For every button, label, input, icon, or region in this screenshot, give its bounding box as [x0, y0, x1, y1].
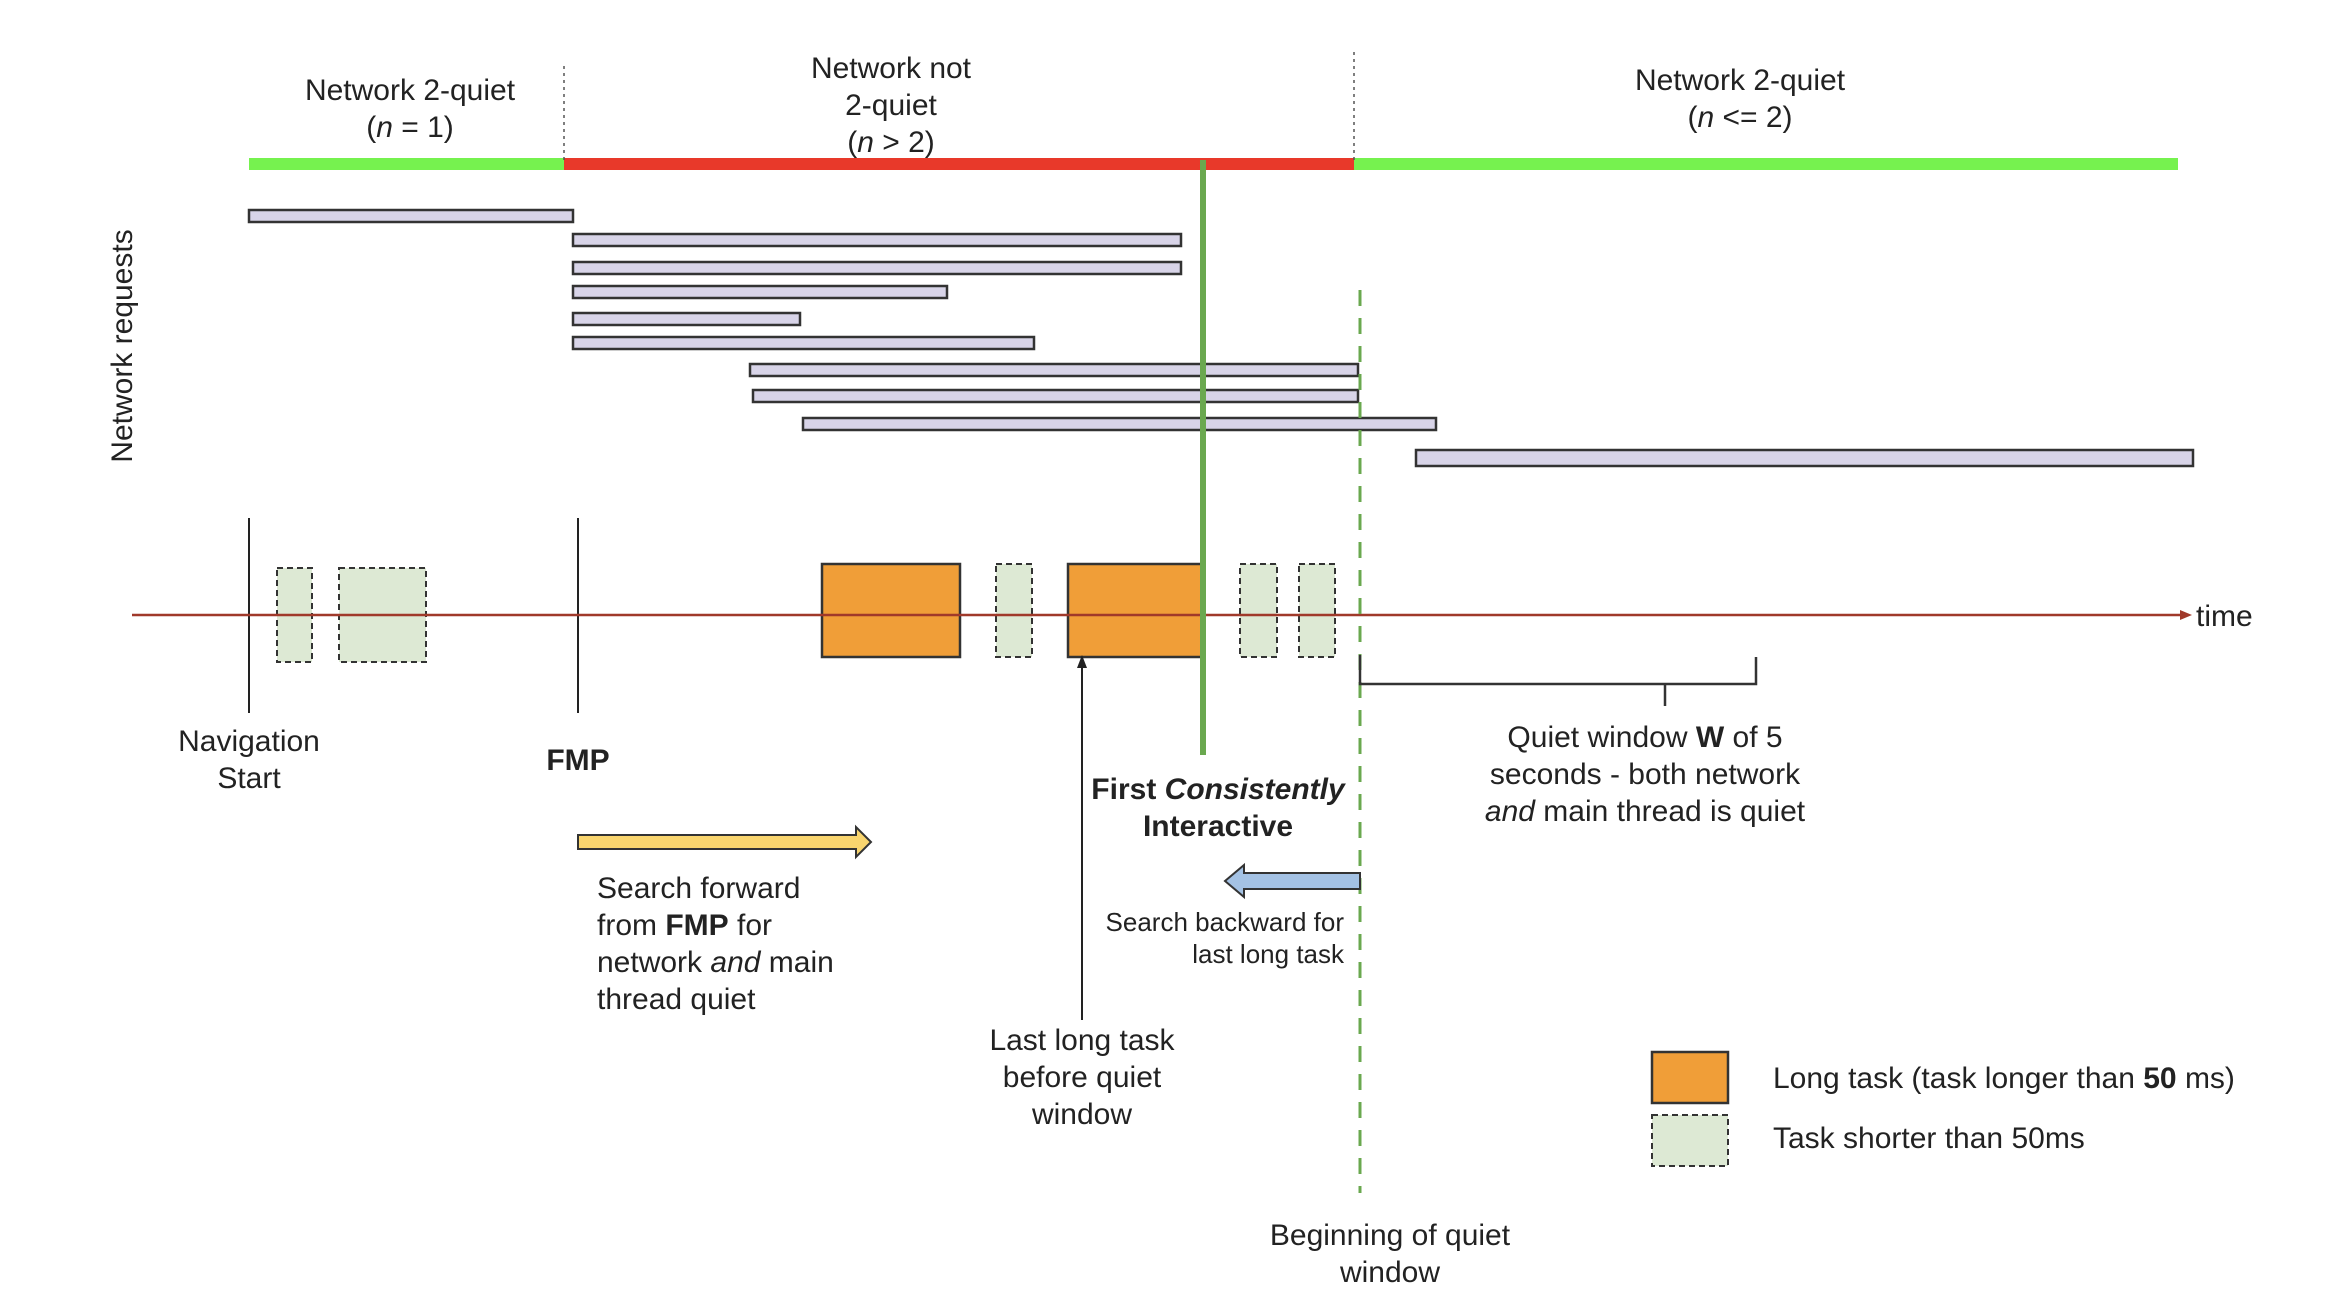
segment-label-quiet-1: Network 2-quiet (n = 1) [304, 74, 516, 144]
network-not-quiet-segment [564, 158, 1354, 170]
network-requests-axis-label: Network requests [106, 229, 139, 463]
navigation-start-label: Navigation Start [178, 725, 320, 795]
legend-long-task-swatch [1650, 1050, 1730, 1105]
network-request-bar [571, 311, 802, 327]
last-long-task-arrowhead [1077, 655, 1087, 668]
network-request-bar [247, 208, 575, 224]
segment-label-quiet-2: Network 2-quiet (n <= 2) [1634, 64, 1846, 134]
quiet-window-label: Quiet window W of 5 seconds - both netwo… [1484, 721, 1806, 828]
network-request-bar [571, 232, 1183, 248]
short-task [1239, 563, 1278, 658]
search-backward-arrow-icon [1223, 862, 1361, 900]
network-request-bar [571, 335, 1036, 351]
short-task [995, 563, 1033, 658]
last-long-task-label: Last long task before quiet window [989, 1024, 1175, 1131]
time-axis-label: time [2196, 600, 2253, 633]
network-request-bar [801, 416, 1438, 432]
fci-label: First Consistently Interactive [1091, 773, 1345, 843]
short-task [1298, 563, 1336, 658]
search-forward-arrow-icon [577, 824, 873, 860]
search-backward-label: Search backward for last long task [1105, 907, 1344, 969]
quiet-window-begin-label: Beginning of quiet window [1269, 1219, 1511, 1289]
network-request-bar [1414, 448, 2195, 468]
network-requests [247, 208, 2195, 468]
legend-long-task-label: Long task (task longer than 50 ms) [1773, 1062, 2235, 1095]
long-task [820, 562, 962, 659]
search-forward-label: Search forward from FMP for network and … [597, 872, 834, 1016]
legend-short-task-swatch [1651, 1114, 1729, 1167]
network-request-bar [748, 362, 1360, 378]
long-task [1066, 562, 1205, 659]
network-request-bar [751, 388, 1360, 404]
legend-short-task-label: Task shorter than 50ms [1773, 1122, 2085, 1155]
quiet-window-bracket [1358, 655, 1758, 706]
time-axis-arrowhead [2180, 610, 2192, 620]
network-request-bar [571, 260, 1183, 276]
network-quiet-segment-1 [249, 158, 564, 170]
network-quiet-segment-2 [1354, 158, 2178, 170]
segment-label-not-quiet: Network not 2-quiet (n > 2) [810, 52, 972, 159]
fmp-label: FMP [546, 744, 610, 777]
network-request-bar [571, 284, 949, 300]
